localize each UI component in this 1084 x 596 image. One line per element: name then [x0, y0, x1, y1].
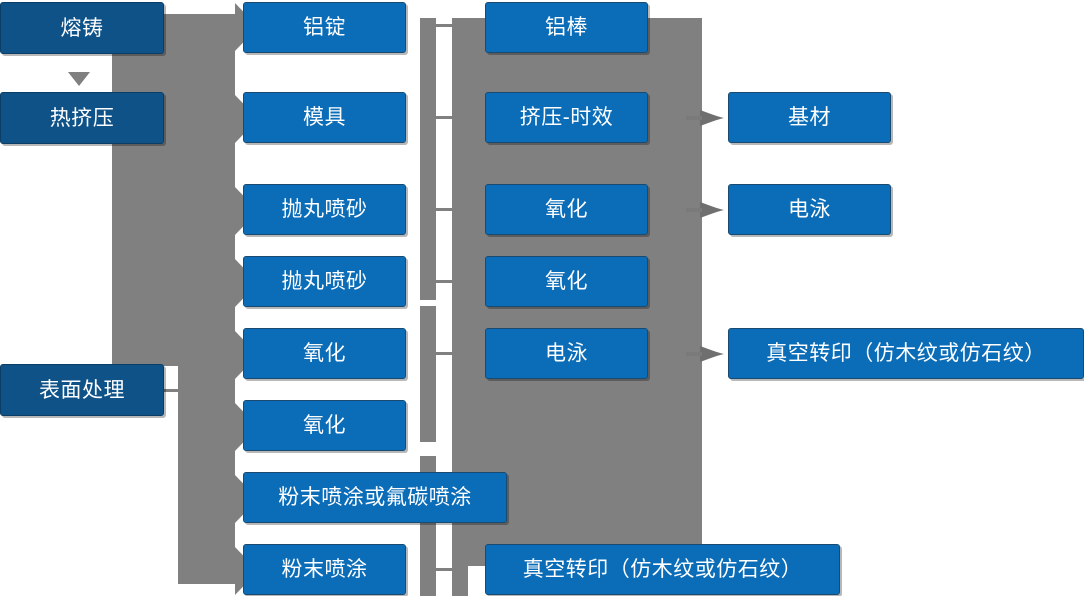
- node-yanghua-2[interactable]: 氧化: [243, 400, 406, 451]
- node-jicai[interactable]: 基材: [728, 92, 891, 143]
- node-zhenkongzhuanyin-1[interactable]: 真空转印（仿木纹或仿石纹）: [485, 544, 840, 595]
- node-paowanpensha-2[interactable]: 抛丸喷砂: [243, 256, 406, 307]
- node-fenmopentu[interactable]: 粉末喷涂: [243, 544, 406, 595]
- node-lubang[interactable]: 铝棒: [485, 2, 648, 53]
- node-yanghua-3[interactable]: 氧化: [485, 184, 648, 235]
- node-moju[interactable]: 模具: [243, 92, 406, 143]
- node-fenmopentu-huo-futanpentu[interactable]: 粉末喷涂或氟碳喷涂: [243, 472, 507, 523]
- node-yanghua-1[interactable]: 氧化: [243, 328, 406, 379]
- node-ludin[interactable]: 铝锭: [243, 2, 406, 53]
- node-dianyong-1[interactable]: 电泳: [485, 328, 648, 379]
- node-paowanpensha-1[interactable]: 抛丸喷砂: [243, 184, 406, 235]
- node-rongzhu[interactable]: 熔铸: [0, 2, 164, 54]
- node-jiya-shixiao[interactable]: 挤压-时效: [485, 92, 648, 143]
- node-zhenkongzhuanyin-2[interactable]: 真空转印（仿木纹或仿石纹）: [728, 328, 1084, 379]
- node-dianyong-2[interactable]: 电泳: [728, 184, 891, 235]
- node-rejiya[interactable]: 热挤压: [0, 92, 164, 144]
- node-yanghua-4[interactable]: 氧化: [485, 256, 648, 307]
- node-biaomianchuli[interactable]: 表面处理: [0, 364, 164, 416]
